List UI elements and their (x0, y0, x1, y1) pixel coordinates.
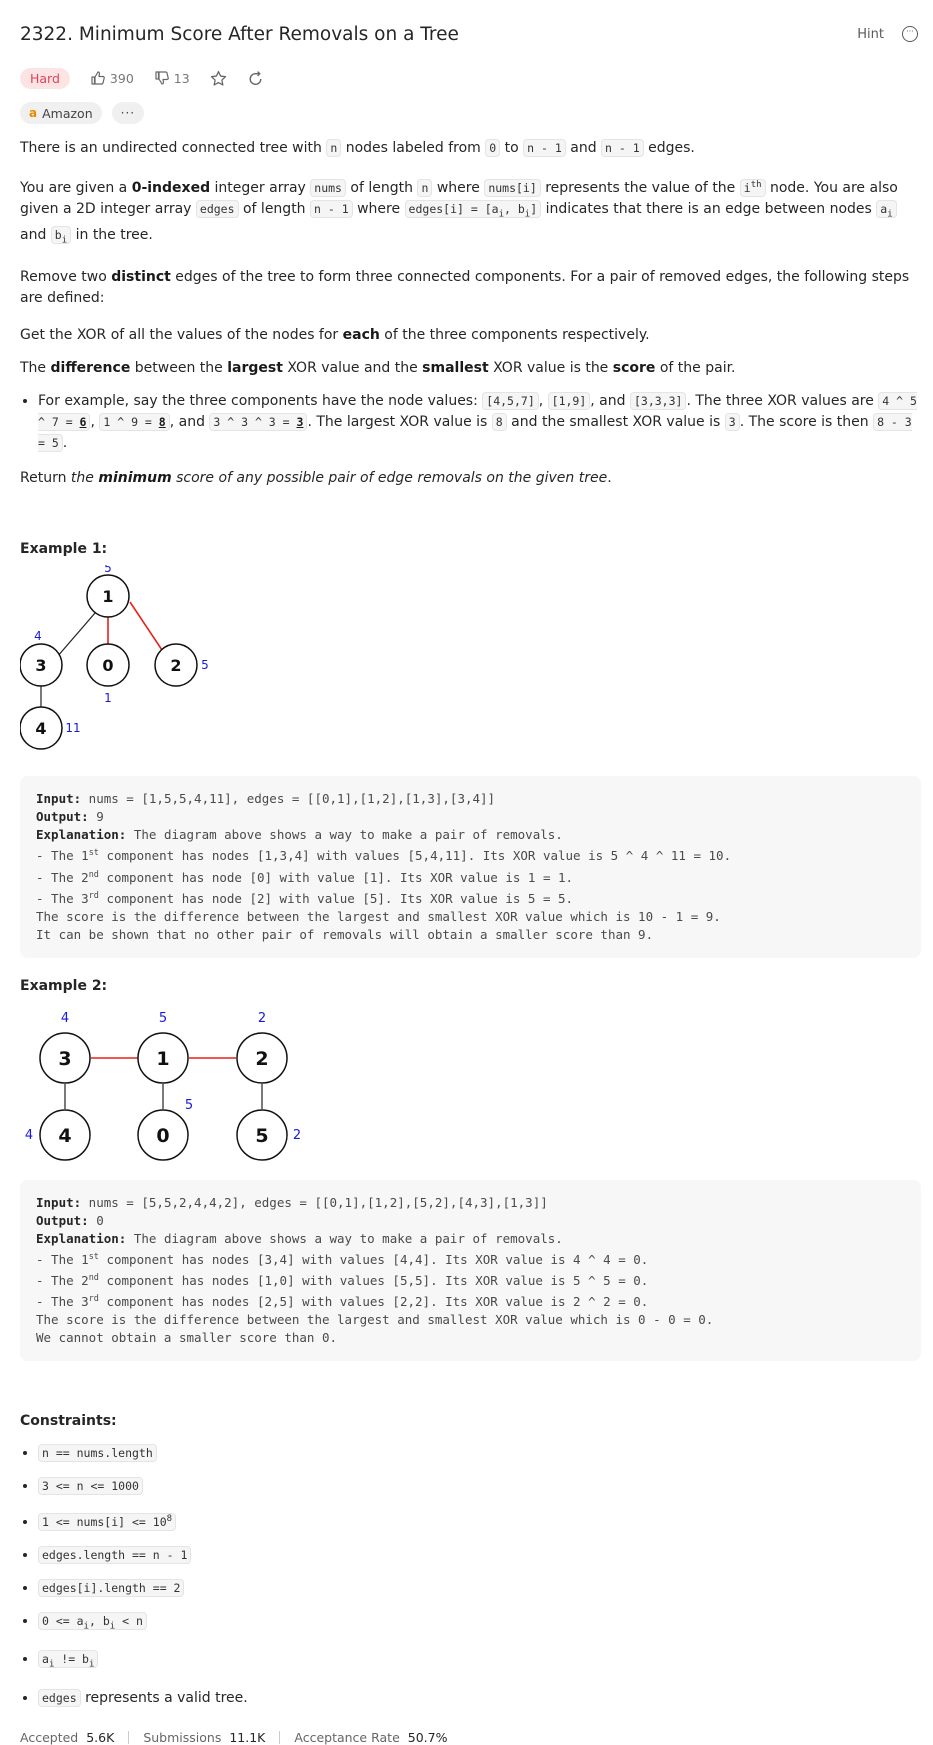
node-label: 2 (170, 656, 181, 675)
example-1-title: Example 1: (20, 541, 108, 558)
example-1-code-block: Input: nums = [1,5,5,4,11], edges = [[0,… (20, 776, 921, 958)
share-button[interactable] (247, 70, 264, 87)
node-label: 4 (35, 719, 46, 738)
node-value-label: 2 (258, 1011, 266, 1026)
example-2: Example 2: 3 4 1 5 2 2 4 4 0 5 5 2 Input… (20, 977, 921, 1362)
more-tags-button[interactable]: ··· (111, 102, 145, 124)
amazon-icon: a (29, 106, 38, 120)
node-value-label: 5 (159, 1011, 167, 1026)
desc-paragraph-5: The difference between the largest XOR v… (20, 360, 736, 377)
desc-paragraph-4: Get the XOR of all the values of the nod… (20, 327, 650, 344)
tree-node-1: 1 (137, 1032, 189, 1084)
desc-paragraph-3: Remove two distinct edges of the tree to… (20, 269, 910, 307)
node-value-label: 4 (34, 629, 42, 643)
node-label: 1 (156, 1048, 169, 1070)
more-options-icon[interactable]: ··· (902, 26, 918, 42)
star-icon (210, 70, 226, 86)
node-label: 4 (58, 1125, 71, 1147)
tree-node-3: 3 (39, 1032, 91, 1084)
node-value-label: 5 (104, 565, 112, 575)
tree-node-4: 4 (39, 1109, 91, 1161)
dislike-button[interactable]: 13 (154, 70, 190, 86)
constraint-item: edges represents a valid tree. (38, 1688, 921, 1709)
example-2-tree-diagram: 3 4 1 5 2 2 4 4 0 5 5 2 (25, 1011, 301, 1161)
company-tag-label: Amazon (42, 105, 93, 121)
share-icon (249, 70, 262, 85)
submissions-value: 11.1K (229, 1730, 266, 1745)
problem-title: 2322. Minimum Score After Removals on a … (20, 23, 459, 45)
node-value-label: 11 (65, 721, 80, 735)
hint-button[interactable]: Hint (857, 26, 884, 42)
tree-node-0: 0 (86, 643, 130, 688)
thumbs-down-icon (155, 71, 169, 85)
example-1-tree-diagram: 1 5 3 4 0 1 2 5 4 11 (20, 565, 209, 751)
constraints-list: n == nums.length 3 <= n <= 1000 1 <= num… (20, 1443, 921, 1708)
node-value-label: 4 (61, 1011, 69, 1026)
node-value-label: 4 (25, 1128, 33, 1143)
footer-stats: Accepted 5.6K Submissions 11.1K Acceptance… (20, 1730, 447, 1745)
example-1: Example 1: 1 5 3 4 0 1 2 5 4 11 Input: n… (20, 541, 921, 958)
desc-bullet-list: For example, say the three components ha… (20, 391, 921, 454)
node-value-label: 1 (104, 691, 112, 705)
node-value-label: 5 (185, 1098, 193, 1113)
difficulty-badge: Hard (20, 67, 70, 89)
constraint-item: 3 <= n <= 1000 (38, 1476, 921, 1497)
constraints-title: Constraints: (20, 1413, 117, 1430)
constraint-item: 1 <= nums[i] <= 108 (38, 1509, 921, 1533)
tree-node-2: 2 (154, 643, 198, 688)
node-label: 0 (156, 1125, 169, 1147)
acceptance-rate-label: Acceptance Rate (294, 1730, 400, 1745)
desc-paragraph-1: There is an undirected connected tree wi… (20, 139, 695, 157)
favorite-button[interactable] (210, 70, 227, 87)
title-row: 2322. Minimum Score After Removals on a … (20, 0, 921, 68)
like-count: 390 (109, 70, 134, 86)
problem-description: There is an undirected connected tree wi… (20, 138, 921, 489)
node-label: 3 (35, 656, 46, 675)
tree-node-2: 2 (236, 1032, 288, 1084)
tree-node-1: 1 (86, 574, 130, 619)
edge-1-2-removed (129, 601, 165, 654)
tree-node-4: 4 (20, 706, 63, 751)
constraint-item: edges[i].length == 2 (38, 1578, 921, 1599)
divider (128, 1731, 130, 1744)
constraint-item: ai != bi (38, 1649, 921, 1675)
company-tag-amazon[interactable]: a Amazon (20, 102, 102, 124)
tags-row: a Amazon ··· (20, 102, 921, 124)
constraint-item: edges.length == n - 1 (38, 1545, 921, 1566)
tree-node-3: 3 (20, 643, 63, 688)
more-options-dots: ··· (906, 27, 914, 36)
dislike-count: 13 (173, 70, 190, 86)
node-label: 3 (58, 1048, 71, 1070)
tree-node-0: 0 (137, 1109, 189, 1161)
node-label: 1 (102, 587, 113, 606)
example-2-code-block: Input: nums = [5,5,2,4,4,2], edges = [[0… (20, 1179, 921, 1362)
node-value-label: 2 (293, 1128, 301, 1143)
desc-paragraph-2: You are given a 0-indexed integer array … (20, 178, 898, 246)
constraint-item: 0 <= ai, bi < n (38, 1611, 921, 1637)
thumbs-up-icon (91, 71, 105, 85)
node-label: 2 (255, 1048, 268, 1070)
constraint-item: n == nums.length (38, 1443, 921, 1464)
divider (279, 1731, 281, 1744)
constraints-section: Constraints: n == nums.length 3 <= n <= … (20, 1413, 921, 1708)
accepted-value: 5.6K (86, 1730, 115, 1745)
like-button[interactable]: 390 (90, 70, 134, 86)
acceptance-rate-value: 50.7% (407, 1730, 448, 1745)
desc-paragraph-6: Return the minimum score of any possible… (20, 470, 612, 487)
node-label: 5 (255, 1125, 268, 1147)
node-value-label: 5 (201, 658, 209, 672)
node-label: 0 (102, 656, 113, 675)
example-2-title: Example 2: (20, 977, 108, 994)
desc-bullet-example: For example, say the three components ha… (38, 391, 921, 454)
submissions-label: Submissions (143, 1730, 222, 1745)
accepted-label: Accepted (20, 1730, 79, 1745)
tree-node-5: 5 (236, 1109, 288, 1161)
meta-row: Hard 390 13 (20, 66, 921, 90)
